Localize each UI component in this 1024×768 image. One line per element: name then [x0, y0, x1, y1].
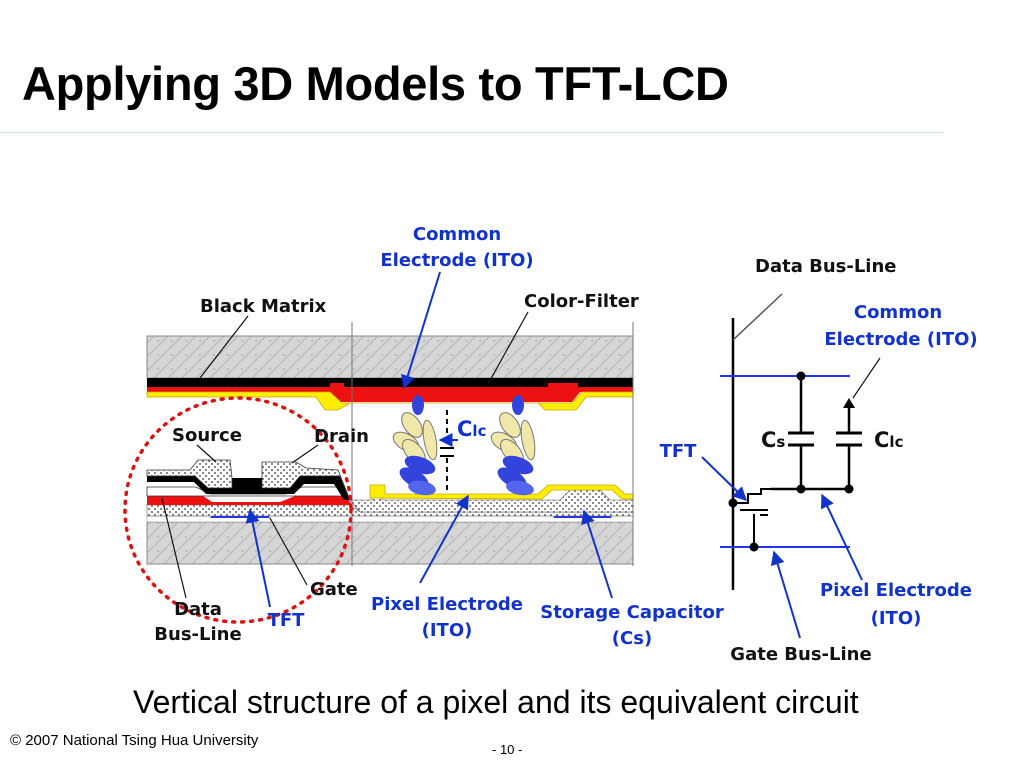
label-pixel-electrode-line1: Pixel Electrode [371, 594, 523, 615]
label-storage-capacitor-line2: (Cs) [612, 628, 652, 649]
common-electrode-layer [146, 391, 634, 411]
label-clc-cross-section: Clc [457, 417, 486, 441]
pixel-electrode-layer [369, 484, 634, 500]
liquid-crystal-molecules-left [392, 395, 438, 496]
label-tft-cross-section: TFT [268, 610, 306, 631]
top-glass-substrate [146, 335, 634, 379]
tft-red-layer [147, 494, 352, 505]
tft-transistor-symbol [733, 488, 771, 547]
label-gate: Gate [310, 579, 358, 600]
label-pixel-electrode-circuit-line1: Pixel Electrode [820, 580, 972, 601]
title-divider [0, 132, 944, 133]
color-filter-layer [147, 387, 633, 402]
clc-capacitor-cross-section [440, 410, 454, 494]
label-common-electrode-line1: Common [413, 224, 501, 245]
label-common-electrode-circuit-line2: Electrode (ITO) [824, 329, 977, 350]
label-storage-capacitor-line1: Storage Capacitor [540, 602, 724, 623]
equivalent-circuit: Data Bus-Line Common Electrode (ITO) TFT… [660, 256, 978, 665]
label-gate-bus-line: Gate Bus-Line [730, 644, 871, 665]
label-color-filter: Color-Filter [524, 291, 639, 312]
label-pixel-electrode-line2: (ITO) [422, 620, 473, 641]
bottom-glass-substrate [146, 521, 634, 565]
figure-caption: Vertical structure of a pixel and its eq… [133, 684, 859, 720]
liquid-crystal-molecules-right [490, 395, 536, 496]
label-data-bus-line: Data Bus-Line [755, 256, 897, 277]
black-matrix-layer [147, 378, 633, 387]
slide-title: Applying 3D Models to TFT-LCD [22, 57, 729, 110]
passivation-layer [349, 486, 634, 513]
label-tft-circuit: TFT [660, 441, 698, 462]
label-black-matrix: Black Matrix [200, 296, 327, 317]
tft-highlight-circle [123, 396, 353, 624]
label-pixel-electrode-circuit-line2: (ITO) [871, 608, 922, 629]
label-source: Source [172, 425, 242, 446]
label-cs-circuit: Cs [761, 428, 785, 452]
label-common-electrode-circuit-line1: Common [854, 302, 942, 323]
footer-copyright: © 2007 National Tsing Hua University [10, 732, 259, 749]
label-data-bus-line1: Data [174, 599, 222, 620]
source-drain-metal [147, 476, 350, 500]
label-data-bus-line2: Bus-Line [154, 624, 241, 645]
source-electrode [146, 459, 233, 489]
label-clc-circuit: Clc [874, 428, 903, 452]
label-common-electrode-line2: Electrode (ITO) [380, 250, 533, 271]
footer-page-number: - 10 - [492, 742, 523, 757]
label-drain: Drain [314, 426, 369, 447]
pixel-cross-section: Common Electrode (ITO) Black Matrix Colo… [123, 224, 724, 649]
